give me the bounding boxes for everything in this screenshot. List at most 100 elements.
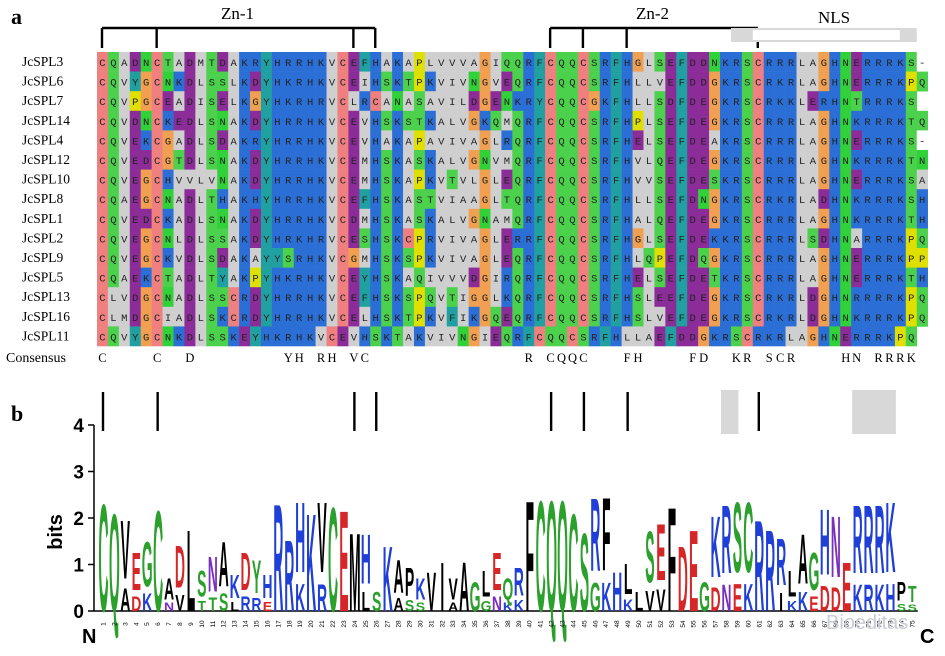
residue-cell bbox=[151, 110, 163, 131]
residue-cell bbox=[741, 189, 754, 210]
residue-cell bbox=[698, 52, 710, 72]
residue-letter: H bbox=[624, 293, 630, 305]
residue-letter: S bbox=[383, 234, 389, 246]
residue-cell bbox=[654, 287, 666, 308]
residue-cell bbox=[239, 228, 251, 249]
residue-letter: R bbox=[864, 176, 871, 188]
residue-letter: H bbox=[307, 176, 313, 188]
residue-letter: H bbox=[252, 195, 258, 207]
residue-cell bbox=[381, 150, 393, 170]
residue-letter: Y bbox=[263, 78, 270, 90]
residue-cell bbox=[818, 208, 830, 229]
residue-cell bbox=[206, 306, 218, 327]
residue-letter: E bbox=[504, 176, 510, 188]
residue-letter: R bbox=[875, 274, 882, 286]
residue-cell bbox=[413, 130, 426, 151]
residue-cell bbox=[501, 110, 513, 131]
residue-letter: S bbox=[657, 97, 663, 109]
residue-cell bbox=[337, 110, 349, 131]
residue-cell bbox=[534, 150, 546, 170]
residue-letter: V bbox=[438, 97, 445, 109]
residue-cell bbox=[250, 130, 262, 151]
residue-cell bbox=[916, 189, 928, 210]
residue-cell bbox=[545, 169, 557, 190]
residue-letter: L bbox=[799, 234, 805, 246]
residue-cell bbox=[348, 130, 360, 151]
residue-cell bbox=[534, 91, 546, 112]
residue-letter: C bbox=[340, 274, 346, 286]
residue-letter: Q bbox=[547, 332, 553, 344]
residue-letter: C bbox=[547, 313, 553, 325]
residue-letter: E bbox=[668, 117, 674, 129]
residue-cell bbox=[315, 306, 327, 327]
residue-letter: L bbox=[493, 254, 499, 266]
residue-letter: S bbox=[744, 313, 750, 325]
residue-letter: N bbox=[482, 215, 488, 227]
residue-letter: S bbox=[383, 195, 389, 207]
residue-cell bbox=[97, 150, 109, 170]
residue-letter: E bbox=[132, 234, 138, 246]
residue-cell bbox=[239, 130, 251, 151]
residue-letter: A bbox=[405, 176, 412, 188]
residue-letter: C bbox=[580, 195, 586, 207]
residue-letter: V bbox=[460, 156, 467, 168]
residue-letter: R bbox=[602, 293, 609, 305]
residue-letter: Q bbox=[110, 254, 116, 266]
residue-cell bbox=[577, 189, 590, 210]
logo-position-number: 63 bbox=[778, 620, 785, 628]
residue-letter: R bbox=[777, 254, 784, 266]
residue-letter: V bbox=[318, 332, 325, 344]
residue-cell bbox=[807, 208, 819, 229]
residue-cell bbox=[621, 130, 633, 151]
logo-letter: D bbox=[831, 582, 841, 619]
residue-cell bbox=[381, 287, 393, 308]
residue-cell bbox=[479, 326, 491, 347]
residue-cell bbox=[479, 228, 491, 249]
residue-letter: S bbox=[285, 254, 291, 266]
residue-cell bbox=[894, 267, 907, 288]
residue-letter: K bbox=[897, 58, 904, 70]
residue-cell bbox=[468, 208, 480, 229]
residue-cell bbox=[348, 267, 360, 288]
residue-letter: K bbox=[274, 332, 281, 344]
residue-cell bbox=[512, 326, 524, 347]
residue-letter: N bbox=[143, 58, 149, 70]
residue-letter: V bbox=[121, 293, 128, 305]
residue-letter: K bbox=[318, 117, 325, 129]
residue-cell bbox=[588, 267, 601, 288]
residue-letter: T bbox=[165, 274, 171, 286]
residue-cell bbox=[621, 208, 633, 229]
residue-cell bbox=[435, 306, 448, 327]
residue-cell bbox=[151, 228, 163, 249]
residue-cell bbox=[359, 169, 371, 190]
residue-letter: L bbox=[198, 136, 204, 148]
residue-cell bbox=[785, 130, 797, 151]
residue-letter: H bbox=[274, 156, 280, 168]
residue-letter: T bbox=[711, 274, 717, 286]
residue-letter: G bbox=[635, 234, 641, 246]
residue-cell bbox=[720, 189, 732, 210]
logo-position-number: 75 bbox=[909, 620, 916, 628]
logo-letter: S bbox=[372, 586, 381, 618]
residue-cell bbox=[446, 169, 458, 190]
residue-letter: K bbox=[897, 293, 904, 305]
residue-cell bbox=[916, 306, 928, 327]
residue-cell bbox=[588, 52, 601, 72]
residue-cell bbox=[720, 110, 732, 131]
residue-cell bbox=[862, 267, 874, 288]
residue-letter: F bbox=[537, 78, 543, 90]
logo-position-number: 54 bbox=[680, 620, 687, 628]
residue-letter: Q bbox=[569, 313, 575, 325]
residue-letter: V bbox=[438, 313, 445, 325]
residue-letter: R bbox=[602, 313, 609, 325]
residue-cell bbox=[599, 130, 612, 151]
residue-cell bbox=[162, 52, 174, 72]
residue-letter: N bbox=[843, 117, 849, 129]
residue-cell bbox=[490, 189, 502, 210]
residue-letter: N bbox=[919, 156, 925, 168]
logo-letter: E bbox=[263, 599, 272, 613]
residue-letter: R bbox=[515, 234, 522, 246]
residue-cell bbox=[796, 71, 808, 92]
residue-letter: C bbox=[755, 156, 761, 168]
logo-letter: Q bbox=[502, 572, 513, 605]
